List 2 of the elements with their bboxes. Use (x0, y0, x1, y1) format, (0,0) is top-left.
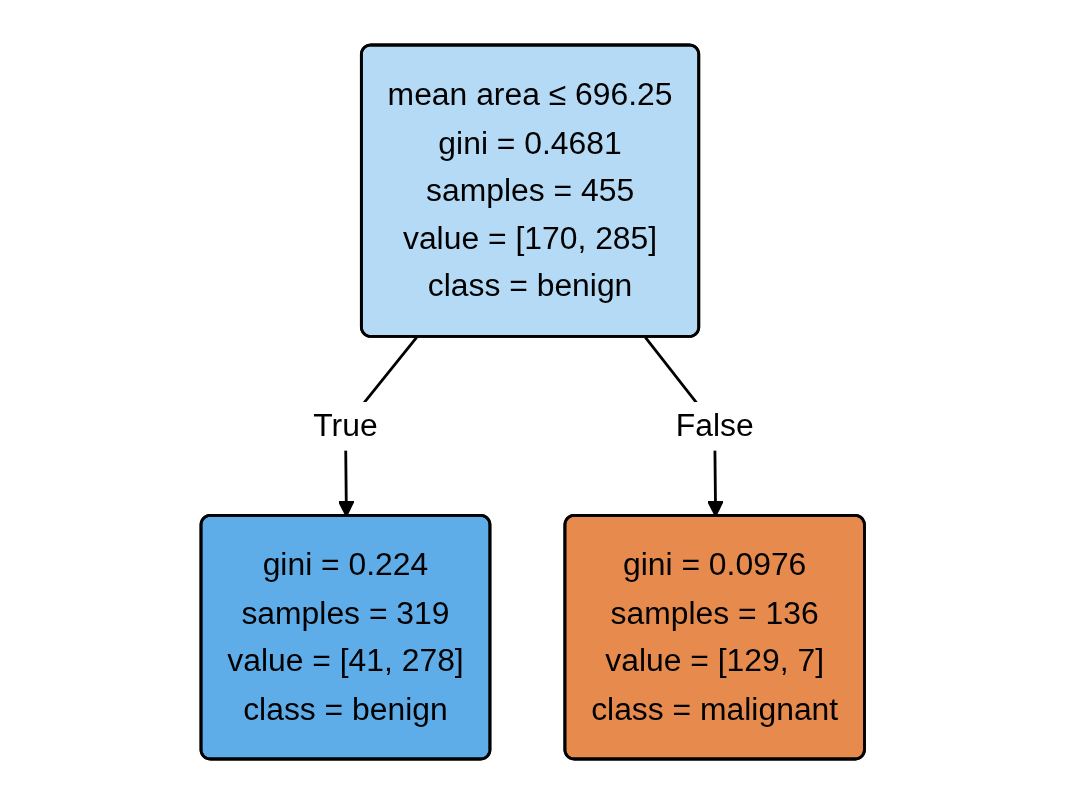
edge-label: True (313, 407, 378, 444)
edge-label: False (675, 407, 754, 444)
